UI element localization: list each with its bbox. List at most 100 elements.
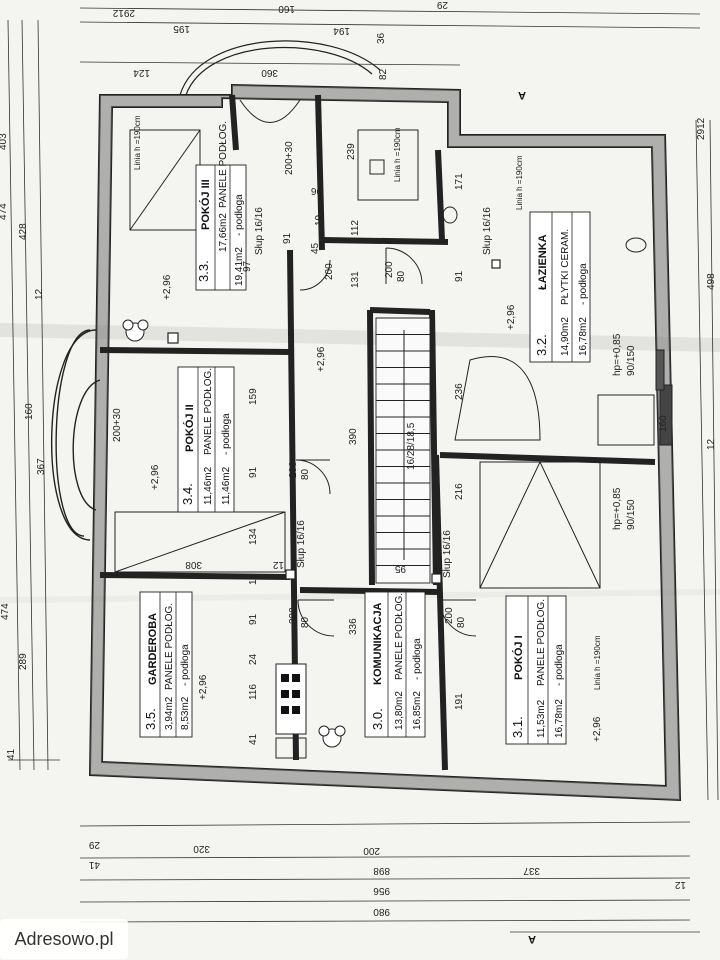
dim-top-5: 29 (436, 0, 448, 10)
left-dimension-lines (7, 19, 60, 771)
left-dimension-texts: 474 403 160 367 474 428 289 12 41 (0, 133, 47, 760)
room-3-2-finish: PŁYTKI CERAM. (560, 229, 571, 305)
svg-text:171: 171 (454, 173, 465, 190)
svg-text:91: 91 (248, 613, 259, 625)
svg-text:+2,96: +2,96 (198, 674, 209, 700)
svg-text:216: 216 (454, 483, 465, 500)
svg-text:24: 24 (248, 653, 259, 665)
svg-text:90/150: 90/150 (626, 499, 637, 530)
dim-bottom-7: 29 (88, 839, 100, 850)
dim-top-7: 360 (261, 67, 278, 78)
room-3-2-floor: - podłoga (578, 263, 589, 305)
room-3-1-finish: PANELE PODŁOG. (536, 599, 547, 686)
svg-text:80: 80 (300, 468, 311, 480)
room-3-4-finish: PANELE PODŁOG. (203, 368, 214, 455)
dim-bottom-2: 956 (373, 885, 390, 896)
bottom-dimension-texts: 980 956 898 337 200 320 29 41 12 (88, 839, 686, 917)
dim-left-7: 289 (18, 653, 29, 670)
dim-left-2: 403 (0, 133, 9, 150)
dim-top-6: 124 (133, 67, 150, 78)
inner-dimensions: 239 96 97 91 45 19 112 131 91 159 390 91… (185, 143, 669, 745)
svg-text:Linia h =190cm: Linia h =190cm (393, 127, 402, 182)
room-3-5-area2: 8,53m2 (180, 696, 191, 730)
room-3-4-number: 3.4. (180, 483, 195, 505)
svg-text:200: 200 (288, 607, 299, 624)
dim-right-2: 498 (706, 273, 717, 290)
interior-walls (99, 94, 656, 771)
dim-bottom-4: 337 (523, 865, 540, 876)
top-dimension-texts: 2912 195 194 160 29 124 360 36 82 (112, 0, 448, 80)
dim-bottom-6: 320 (193, 843, 210, 854)
svg-text:hp=+0,85: hp=+0,85 (612, 333, 623, 376)
room-3-5-finish: PANELE PODŁOG. (164, 603, 175, 690)
svg-text:131: 131 (350, 271, 361, 288)
room-3-0-floor: - podłoga (412, 638, 423, 680)
dim-top-1: 2912 (112, 7, 135, 18)
dim-top-4: 160 (278, 3, 295, 14)
right-dimension-lines (695, 119, 719, 801)
room-3-2-name: ŁAZIENKA (537, 234, 549, 290)
room-3-1-area2: 16,78m2 (554, 699, 565, 738)
svg-text:19: 19 (314, 214, 325, 226)
room-3-0-finish: PANELE PODŁOG. (394, 593, 405, 680)
svg-text:112: 112 (350, 220, 361, 236)
room-3-2: 3.2. ŁAZIENKA 14,90m2 PŁYTKI CERAM. 16,7… (529, 211, 591, 363)
svg-text:45: 45 (310, 242, 321, 254)
room-3-2-number: 3.2. (534, 334, 549, 356)
room-3-5-floor: - podłoga (180, 644, 191, 686)
section-marker-bottom: A (528, 933, 536, 945)
room-3-5: 3.5. GARDEROBA 3,94m2 PANELE PODŁOG. 8,5… (139, 591, 193, 738)
svg-text:17: 17 (248, 573, 259, 585)
svg-text:239: 239 (346, 143, 357, 160)
dim-bottom-1: 980 (373, 906, 390, 917)
plant-icon (122, 319, 346, 748)
room-3-5-number: 3.5. (143, 708, 158, 730)
svg-text:80: 80 (300, 616, 311, 628)
svg-text:308: 308 (185, 559, 202, 570)
room-3-0-name: KOMUNIKACJA (372, 602, 384, 685)
room-3-3-area1: 17,66m2 (218, 213, 229, 252)
room-3-1-floor: - podłoga (554, 644, 565, 686)
room-3-4-area1: 11,46m2 (203, 466, 214, 505)
svg-text:96: 96 (310, 185, 322, 196)
svg-text:+2,96: +2,96 (162, 274, 173, 300)
dim-right-3: 12 (706, 438, 717, 450)
svg-text:+2,96: +2,96 (506, 304, 517, 330)
room-3-1-area1: 11,53m2 (536, 699, 547, 738)
svg-text:200: 200 (288, 461, 299, 478)
room-3-3-finish: PANELE PODŁOG. (218, 121, 229, 208)
svg-text:41: 41 (248, 733, 259, 745)
svg-text:Linia h =190cm: Linia h =190cm (593, 635, 602, 690)
svg-text:Słup 16/16: Słup 16/16 (296, 520, 307, 568)
annotations: +2,96 +2,96 +2,96 +2,96 +2,96 +2,96 Słup… (112, 115, 637, 742)
stairs (375, 317, 431, 584)
dim-left-8: 12 (34, 288, 45, 300)
top-dimension-lines (79, 7, 701, 66)
watermark-logo: Adresowo.pl (0, 919, 128, 959)
dim-bottom-5: 200 (363, 845, 380, 856)
room-3-1-name: POKÓJ I (512, 635, 525, 680)
svg-text:80: 80 (396, 270, 407, 282)
dim-left-3: 160 (24, 403, 35, 420)
svg-text:97: 97 (242, 260, 253, 272)
outer-walls (88, 83, 682, 802)
svg-text:80: 80 (456, 616, 467, 628)
svg-text:336: 336 (348, 618, 359, 635)
room-3-2-area2: 16,78m2 (578, 317, 589, 356)
svg-text:236: 236 (454, 383, 465, 400)
dim-top-9: 82 (378, 68, 389, 80)
room-3-0-area1: 13,80m2 (394, 691, 405, 730)
room-3-2-area1: 14,90m2 (560, 317, 571, 356)
svg-text:91: 91 (454, 270, 465, 282)
room-3-3-name: POKÓJ III (199, 179, 212, 230)
svg-text:200: 200 (384, 261, 395, 278)
svg-text:12: 12 (272, 559, 284, 570)
dim-top-8: 36 (376, 32, 387, 44)
svg-text:Słup 16/16: Słup 16/16 (442, 530, 453, 578)
svg-text:hp=+0,85: hp=+0,85 (612, 487, 623, 530)
bay-window (51, 329, 101, 541)
room-3-0-number: 3.0. (370, 708, 385, 730)
svg-text:200+30: 200+30 (112, 408, 123, 442)
svg-text:95: 95 (394, 563, 406, 574)
svg-text:159: 159 (248, 388, 259, 405)
